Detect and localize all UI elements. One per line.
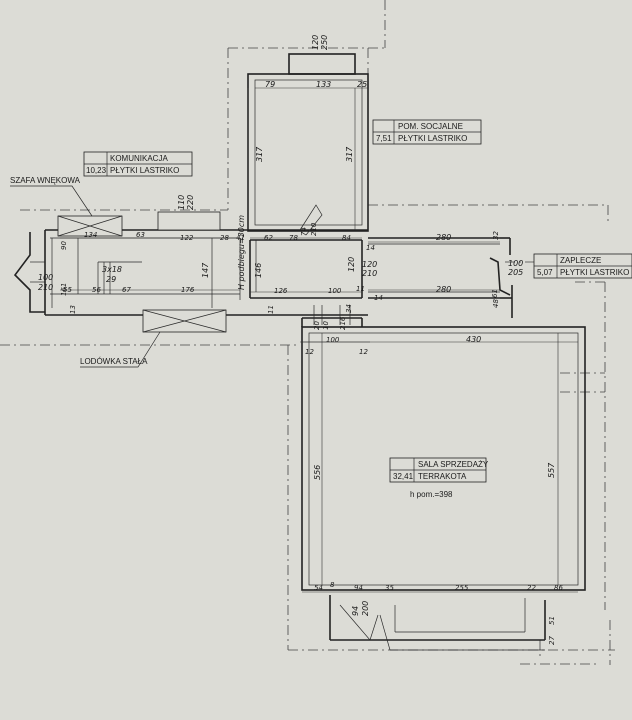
dim-32: 32 [492,231,500,240]
dim-280a: 280 [436,233,451,242]
socjalne-name: POM. SOCJALNE [398,122,463,131]
room-label-komunikacja: KOMUNIKACJA 10,23 PŁYTKI LASTRIKO [83,151,193,177]
room-label-socjalne: POM. SOCJALNE 7,51 PŁYTKI LASTRIKO [372,119,482,145]
dim-94b: 94 [351,606,360,616]
dim-317a: 317 [255,146,264,162]
dim-56: 56 [92,286,101,294]
dim-62: 62 [264,234,273,242]
dim-200: 200 [361,601,370,616]
dim-63: 63 [136,231,145,239]
dim-146: 146 [254,263,263,278]
szafa-label: SZAFA WNĘKOWA [10,176,81,185]
dim-48: 48 [492,299,500,308]
dim-61: 61 [491,289,499,298]
sala-name: SALA SPRZEDAŻY [418,460,489,469]
dim-20: 20 [313,321,321,330]
zaplecze-floor: PŁYTKI LASTRIKO [560,268,629,277]
dim-210b: 210 [38,283,53,292]
dim-255: 255 [455,584,469,592]
dim-13: 13 [69,305,77,314]
dim-22: 22 [527,584,536,592]
dim-11b: 11 [356,285,365,293]
socjalne-floor: PŁYTKI LASTRIKO [398,134,467,143]
dim-205: 205 [508,268,523,277]
dim-176: 176 [181,286,195,294]
dim-100b: 100 [508,259,523,268]
dim-74: 74 [300,227,308,236]
dim-84: 84 [342,234,351,242]
dim-210c: 210 [362,269,377,278]
room-label-zaplecze: ZAPLECZE 5,07 PŁYTKI LASTRIKO [533,253,632,279]
dim-216: 216 [339,316,347,330]
dim-161: 161 [60,283,68,296]
sala-height: h pom.=398 [410,490,453,499]
dim-78: 78 [289,234,298,242]
dim-12b: 12 [359,348,368,356]
dim-41: 41 [236,234,245,242]
dim-100d: 100 [326,336,340,344]
dim-11a: 11 [267,305,275,314]
dim-86: 86 [554,584,563,592]
stairs [97,261,142,294]
zaplecze-area: 5,07 [537,268,553,277]
dim-27: 27 [548,636,556,645]
sala-floor: TERRAKOTA [418,472,467,481]
dim-8: 8 [330,581,335,589]
dim-25: 25 [357,80,367,89]
dim-210a: 210 [310,222,318,236]
dim-3x18: 3x18 [102,265,122,274]
dimension-texts: 120 250 79 133 25 317 317 110 220 134 63… [38,35,563,645]
dim-28: 28 [220,234,229,242]
dim-12a: 12 [305,348,314,356]
dim-100a: 100 [38,273,53,282]
wardrobe-box [57,215,123,237]
dim-317b: 317 [345,146,354,162]
entry-zigzag [13,204,511,313]
komunikacja-area: 10,23 [86,166,107,175]
dim-110: 110 [177,195,186,210]
sala-area: 32,41 [393,472,414,481]
dim-55: 55 [63,286,72,294]
room-label-sala: SALA SPRZEDAŻY 32,41 TERRAKOTA h pom.=39… [389,457,489,499]
dim-557: 557 [547,462,556,478]
dim-10: 10 [322,321,330,330]
dim-100c: 100 [328,287,342,295]
hpodbiegu-label: H podbiegu=30cm [237,215,246,290]
dim-54: 54 [314,584,323,592]
dim-280b: 280 [436,285,451,294]
zaplecze-name: ZAPLECZE [560,256,601,265]
dim-126: 126 [274,287,288,295]
dim-51: 51 [548,616,556,625]
socjalne-area: 7,51 [376,134,392,143]
dimension-lines [60,87,578,593]
dim-29: 29 [106,275,116,284]
dim-556: 556 [313,465,322,480]
dim-79: 79 [265,80,275,89]
dim-90: 90 [60,241,68,250]
fridge-box [142,309,227,333]
dim-133: 133 [316,80,331,89]
dim-430: 430 [466,335,481,344]
lodowka-label: LODÓWKA STAŁA [80,357,148,366]
dim-250: 250 [320,35,329,50]
dim-220: 220 [186,195,195,210]
dim-14a: 14 [366,244,375,252]
komunikacja-floor: PŁYTKI LASTRIKO [110,166,179,175]
komunikacja-name: KOMUNIKACJA [110,154,168,163]
dim-122: 122 [180,234,194,242]
dim-120: 120 [311,35,320,50]
dim-35: 35 [385,584,394,592]
dim-14b: 14 [374,294,383,302]
dim-67: 67 [122,286,131,294]
callouts: SZAFA WNĘKOWA LODÓWKA STAŁA H podbiegu=3… [10,176,246,368]
dim-94a: 94 [354,584,363,592]
dim-120-zaplecze-label: 120 [362,260,377,269]
window-box [157,211,221,231]
dim-34: 34 [345,304,353,313]
dim-120b: 120 [347,257,356,272]
dim-134: 134 [84,231,97,239]
dim-147: 147 [201,262,210,278]
